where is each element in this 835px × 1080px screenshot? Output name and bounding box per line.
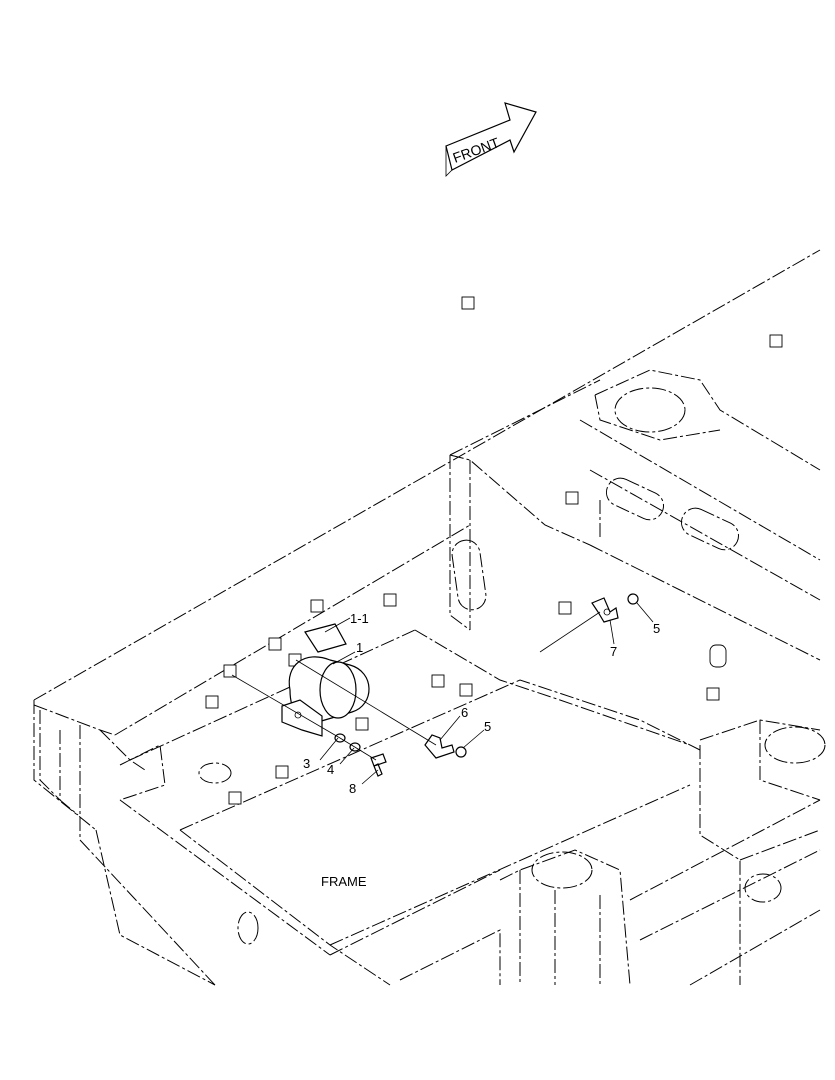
callout-5-lower: 5 bbox=[484, 719, 491, 734]
frame-label: FRAME bbox=[321, 874, 367, 889]
fasteners-right bbox=[424, 593, 639, 759]
callout-1-1: 1-1 bbox=[350, 611, 369, 626]
callout-1: 1 bbox=[356, 640, 363, 655]
bolt-5-lower bbox=[455, 746, 467, 758]
fasteners-left bbox=[334, 733, 387, 777]
callout-3: 3 bbox=[303, 756, 310, 771]
horn-label-plate bbox=[304, 623, 347, 653]
frame-blocks bbox=[205, 296, 783, 805]
front-arrow: FRONT bbox=[445, 102, 537, 177]
bracket-6 bbox=[424, 734, 455, 759]
horn-bracket bbox=[281, 699, 323, 737]
frame-outline bbox=[33, 249, 826, 986]
horn-assembly bbox=[281, 623, 370, 737]
bolt-5-upper bbox=[627, 593, 639, 605]
leader-lines bbox=[231, 602, 654, 785]
callout-4: 4 bbox=[327, 762, 334, 777]
callouts: 1-1 1 3 4 8 6 5 5 7 bbox=[303, 611, 660, 796]
callout-5-upper: 5 bbox=[653, 621, 660, 636]
callout-6: 6 bbox=[461, 705, 468, 720]
bolt-8 bbox=[370, 753, 387, 777]
callout-8: 8 bbox=[349, 781, 356, 796]
callout-7: 7 bbox=[610, 644, 617, 659]
